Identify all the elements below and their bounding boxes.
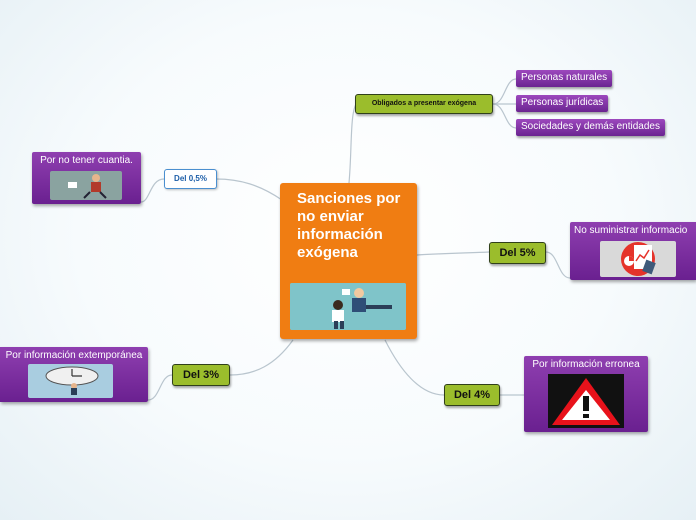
link-central-del05 [215,178,283,201]
office-workers-illustration [290,283,406,330]
del3-topic[interactable]: Del 3% [172,364,230,386]
link-central-del5 [416,251,490,256]
leaf-sociedades[interactable]: Sociedades y demás entidades [516,119,665,136]
del3-detail-label: Por información extemporánea [5,350,143,361]
del5-detail-label: No suministrar informacio [574,225,688,236]
link-central-del3 [229,339,294,376]
running-man-illustration [50,171,122,200]
leaf-personas-naturales[interactable]: Personas naturales [516,70,613,87]
clock-man-illustration [28,364,113,398]
del05-topic[interactable]: Del 0,5% [164,169,217,189]
del5-topic[interactable]: Del 5% [489,242,546,264]
del5-detail-node[interactable]: No suministrar informacio [570,222,696,280]
link-central-obligados [348,103,357,184]
link-del05-detail [140,178,165,203]
obligados-topic[interactable]: Obligados a presentar exógena [355,94,493,114]
link-obligados-sociedades [492,103,517,129]
del4-detail-label: Por información erronea [532,359,640,370]
link-obligados-personas-naturales [492,78,517,105]
link-del3-detail [147,374,173,401]
link-del5-detail [545,251,571,279]
warning-icon [548,374,624,428]
central-title: Sanciones por no enviar información exóg… [297,190,401,261]
financial-report-illustration [600,241,676,277]
del4-detail-node[interactable]: Por información erronea [524,356,648,432]
link-central-del4 [384,339,445,396]
del3-detail-node[interactable]: Por información extemporánea [0,347,148,402]
del4-topic[interactable]: Del 4% [444,384,500,406]
del05-detail-node[interactable]: Por no tener cuantia. [32,152,141,204]
central-topic[interactable]: Sanciones por no enviar información exóg… [280,183,417,339]
del05-detail-label: Por no tener cuantia. [40,155,133,166]
leaf-personas-juridicas[interactable]: Personas jurídicas [516,95,609,112]
